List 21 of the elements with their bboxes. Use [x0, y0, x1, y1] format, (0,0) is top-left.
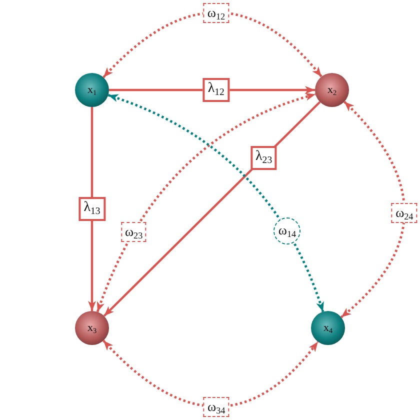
arrow	[88, 107, 96, 311]
edge-label: λ$_{12}$	[202, 78, 230, 102]
edge-label: λ$_{23}$	[250, 146, 278, 170]
node-label: x$_{3}$	[87, 322, 97, 334]
edge-label: ω$_{24}$	[392, 203, 418, 224]
edge-label: ω$_{23}$	[120, 222, 147, 242]
edge-label: λ$_{13}$	[78, 197, 106, 221]
sphere-node	[315, 73, 349, 107]
edge-label: ω$_{12}$	[203, 2, 230, 22]
node-label: x$_{2}$	[327, 84, 337, 96]
sphere-node	[75, 311, 109, 345]
dotted-double-arrow	[340, 100, 406, 318]
node-label: x$_{1}$	[87, 84, 97, 96]
dotted-double-arrow	[102, 340, 319, 408]
edge-label: ω$_{34}$	[204, 396, 230, 417]
sphere-node	[311, 311, 345, 345]
sphere-node	[75, 73, 109, 107]
edge-label: ω$_{14}$	[274, 218, 301, 245]
node-label: x$_{4}$	[323, 322, 333, 334]
arrow	[109, 86, 315, 94]
dotted-double-arrow	[102, 11, 322, 78]
